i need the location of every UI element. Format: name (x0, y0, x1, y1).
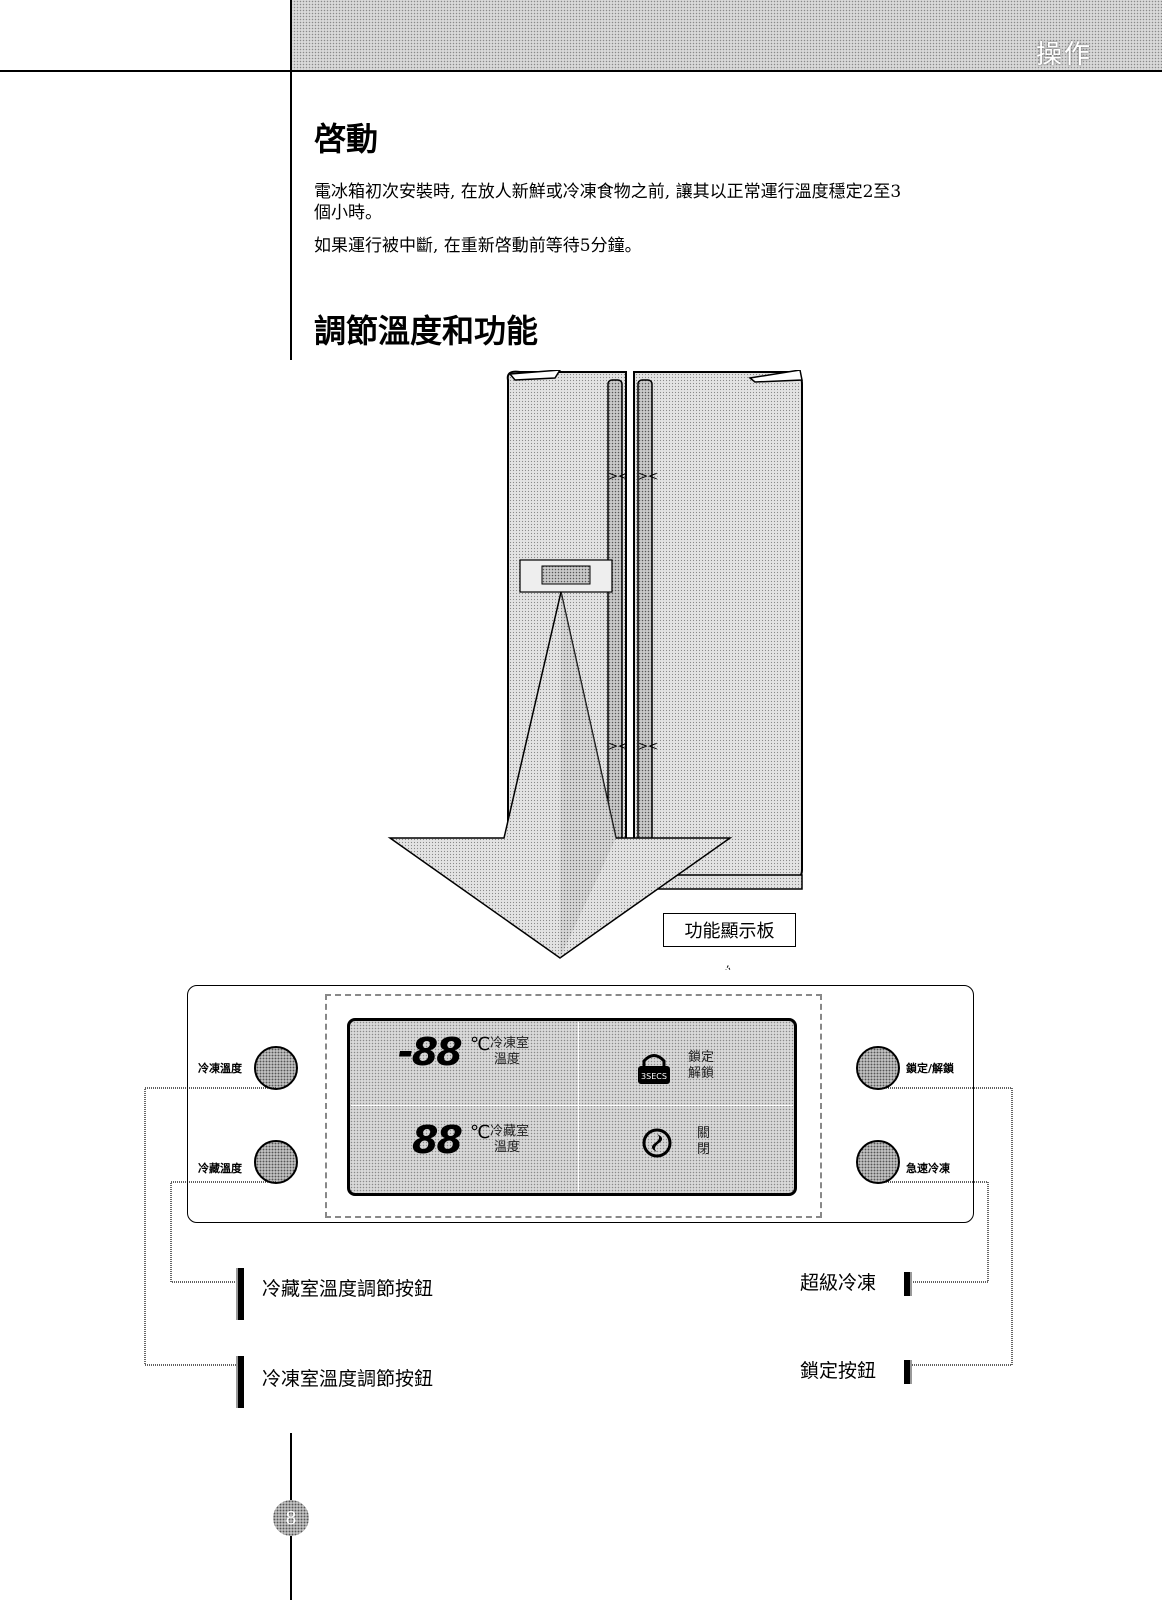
lcd-divider-horizontal (351, 1105, 793, 1106)
lcd-display (347, 1018, 797, 1196)
lock-indicator-label: 鎖定 解鎖 (688, 1050, 714, 1082)
freezer-temp-label: 冷凍室 溫度 (490, 1036, 529, 1068)
fridge-temp-label: 冷藏室 溫度 (490, 1124, 529, 1156)
fan-icon (642, 1128, 672, 1158)
fridge-temp-button[interactable] (254, 1140, 298, 1184)
freezer-button-callout: 冷凍室溫度調節按鈕 (262, 1368, 434, 1390)
fridge-temp-label-2: 溫度 (494, 1140, 521, 1155)
freezer-temp-label-1: 冷凍室 (490, 1036, 530, 1051)
refrigerator-illustration: >< >< >< >< (387, 370, 803, 970)
header-rule (0, 70, 1162, 72)
express-freeze-button-label: 急速冷凍 (906, 1162, 950, 1175)
section-title-start: 啓動 (314, 120, 379, 158)
page-number: 8 (273, 1500, 309, 1536)
lock-icon: 3SECS (638, 1054, 670, 1084)
power-label-1: 關 (697, 1126, 711, 1141)
left-margin-rule (290, 0, 292, 360)
fridge-button-callout: 冷藏室溫度調節按鈕 (262, 1278, 434, 1300)
svg-text:><: >< (638, 469, 658, 483)
lock-button-callout: 鎖定按鈕 (800, 1360, 877, 1382)
display-frame (325, 994, 822, 1218)
freezer-temp-label-2: 溫度 (494, 1052, 521, 1067)
start-paragraph-1: 電冰箱初次安裝時, 在放人新鮮或冷凍食物之前, 讓其以正常運行溫度穩定2至3 個… (314, 182, 1074, 224)
lock-label-2: 解鎖 (688, 1066, 715, 1081)
freezer-temp-unit: ℃ (470, 1034, 491, 1055)
freezer-temp-button[interactable] (254, 1046, 298, 1090)
svg-text:><: >< (608, 739, 628, 753)
fridge-temp-button-label: 冷藏溫度 (198, 1162, 242, 1175)
lock-unlock-button-label: 鎖定/解鎖 (906, 1062, 955, 1075)
freezer-button-callout-bar (236, 1356, 244, 1408)
power-indicator-label: 關 閉 (697, 1126, 710, 1158)
section-header-label: 操作 (1035, 40, 1092, 70)
freezer-temp-readout: -88 (398, 1030, 463, 1074)
function-display-callout: 功能顯示板 (663, 913, 796, 947)
lock-badge: 3SECS (641, 1072, 667, 1081)
lock-label-1: 鎖定 (688, 1050, 715, 1065)
svg-text:><: >< (638, 739, 658, 753)
express-freeze-button[interactable] (856, 1140, 900, 1184)
fridge-temp-unit: ℃ (470, 1122, 491, 1143)
start-paragraph-1-line-1: 電冰箱初次安裝時, 在放人新鮮或冷凍食物之前, 讓其以正常運行溫度穩定2至3 (314, 182, 902, 202)
fridge-temp-readout: 88 (412, 1118, 463, 1162)
section-title-adjust: 調節溫度和功能 (314, 312, 539, 350)
freezer-temp-button-label: 冷凍溫度 (198, 1062, 242, 1075)
super-freeze-callout: 超級冷凍 (800, 1272, 877, 1294)
start-paragraph-1-line-2: 個小時。 (314, 203, 382, 223)
lcd-divider-vertical (578, 1022, 579, 1192)
lock-unlock-button[interactable] (856, 1046, 900, 1090)
header-band (290, 0, 1162, 70)
start-paragraph-2: 如果運行被中斷, 在重新啓動前等待5分鐘。 (314, 236, 642, 256)
power-label-2: 閉 (697, 1142, 711, 1157)
lock-button-callout-bar (904, 1360, 912, 1384)
fridge-button-callout-bar (236, 1268, 244, 1320)
fridge-temp-label-1: 冷藏室 (490, 1124, 530, 1139)
svg-text:><: >< (608, 469, 628, 483)
super-freeze-callout-bar (904, 1272, 912, 1296)
